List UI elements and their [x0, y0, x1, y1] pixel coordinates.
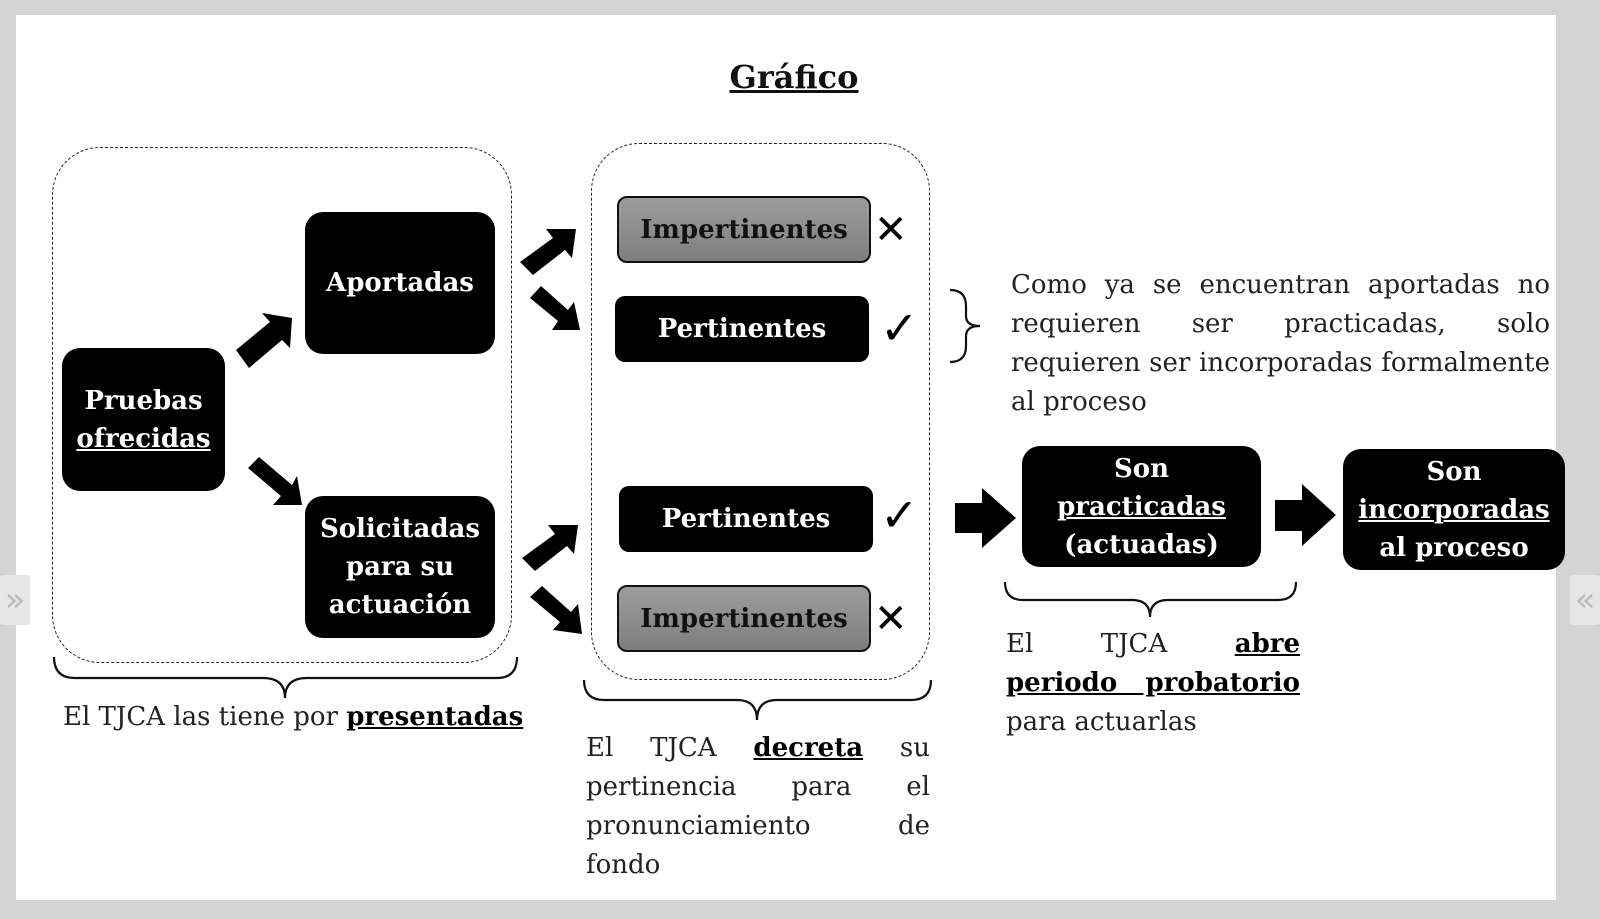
- pertinentes-top-label: Pertinentes: [657, 314, 827, 344]
- pertinence-group: [591, 143, 930, 680]
- arrow-to-solicitadas: [248, 457, 302, 505]
- solicitadas-label-line3: actuación: [328, 590, 472, 620]
- practicadas-label-line1: Son: [1113, 453, 1170, 484]
- next-slide-arrow-icon[interactable]: »: [0, 575, 30, 625]
- cross-icon: ✕: [874, 596, 908, 642]
- pertinentes-bottom-node: Pertinentes: [619, 486, 873, 552]
- abre-note: El TJCA abre periodo probatorio para act…: [1006, 625, 1300, 742]
- presentadas-prefix: El TJCA las tiene por: [63, 702, 338, 732]
- presentadas-bold: presentadas: [346, 702, 524, 732]
- pruebas-label-line1: Pruebas: [84, 385, 203, 416]
- impertinentes-top-node: Impertinentes: [617, 196, 871, 263]
- practicadas-label-line2: practicadas: [1057, 491, 1226, 522]
- decreta-suffix: su pertinencia para el pronunciamiento d…: [586, 733, 931, 880]
- diagram-title: Gráfico: [729, 58, 859, 96]
- solicitadas-node: Solicitadas para su actuación: [305, 496, 495, 638]
- decreta-note: El TJCA decreta su pertinencia para el p…: [586, 729, 930, 885]
- presentadas-note: El TJCA las tiene por presentadas: [63, 698, 523, 737]
- solicitadas-label-line2: para su: [345, 552, 455, 582]
- brace-aportadas-note: [949, 288, 981, 364]
- aportadas-label: Aportadas: [326, 268, 474, 298]
- presented-group: [52, 147, 512, 663]
- incorporadas-node: Son incorporadas al proceso: [1343, 449, 1565, 570]
- arrow-to-pertinentes-bottom: [522, 525, 578, 571]
- brace-decreta: [582, 679, 933, 721]
- cross-icon: ✕: [874, 207, 908, 253]
- brace-presentadas: [52, 656, 519, 699]
- solicitadas-label-line1: Solicitadas: [319, 514, 481, 544]
- decreta-bold: decreta: [753, 733, 864, 763]
- pruebas-label-line2: ofrecidas: [76, 423, 211, 454]
- check-icon: ✓: [880, 488, 919, 542]
- slide-frame: [16, 15, 1556, 900]
- abre-suffix: para actuarlas: [1006, 707, 1197, 737]
- impertinentes-bottom-label: Impertinentes: [640, 603, 848, 634]
- incorporadas-label-line2: incorporadas: [1358, 494, 1550, 525]
- brace-abre: [1003, 581, 1298, 618]
- abre-prefix: El TJCA: [1006, 629, 1168, 659]
- arrow-to-impertinentes-bottom: [530, 586, 582, 634]
- aportadas-node: Aportadas: [305, 212, 495, 354]
- impertinentes-top-label: Impertinentes: [640, 214, 848, 245]
- practicadas-label-line3: (actuadas): [1064, 529, 1219, 560]
- pruebas-ofrecidas-node: Pruebas ofrecidas: [62, 348, 225, 491]
- prev-slide-arrow-icon[interactable]: «: [1570, 575, 1600, 625]
- practicadas-node: Son practicadas (actuadas): [1022, 446, 1261, 567]
- abre-bold: abre periodo probatorio: [1006, 629, 1301, 698]
- arrow-to-practicadas: [955, 488, 1016, 548]
- arrow-to-pertinentes-top: [530, 286, 580, 330]
- arrow-to-incorporadas: [1275, 484, 1336, 546]
- impertinentes-bottom-node: Impertinentes: [617, 585, 871, 652]
- check-icon: ✓: [880, 301, 919, 355]
- pertinentes-top-node: Pertinentes: [615, 296, 869, 362]
- incorporadas-label-line1: Son: [1426, 456, 1482, 487]
- arrow-to-impertinentes-top: [520, 229, 576, 275]
- aportadas-note: Como ya se encuentran aportadas no requi…: [1011, 270, 1550, 417]
- incorporadas-label-line3: al proceso: [1379, 532, 1529, 563]
- pertinentes-bottom-label: Pertinentes: [661, 504, 831, 534]
- arrow-to-aportadas: [236, 313, 292, 368]
- decreta-prefix: El TJCA: [586, 733, 717, 763]
